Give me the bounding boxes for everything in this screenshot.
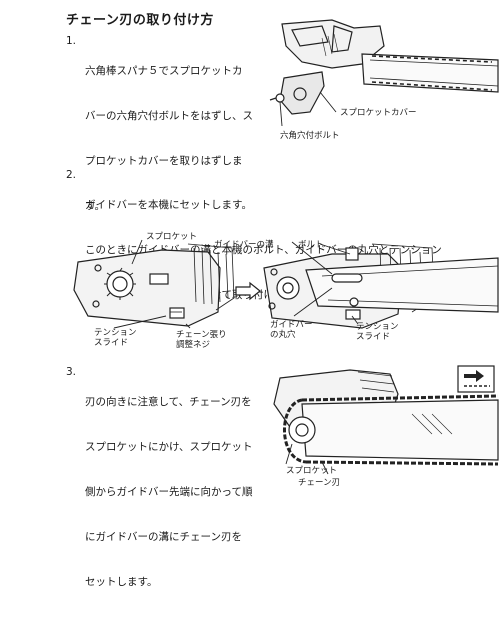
step-text: 六角棒スパナ５でスプロケットカ バーの六角穴付ボルトをはずし、ス プロケットカバ… <box>85 34 253 244</box>
label-sprocket-fig3: スプロケット <box>286 466 338 476</box>
step-line: セットします。 <box>85 576 158 588</box>
page-title: チェーン刃の取り付け方 <box>66 13 214 28</box>
figure-body-before <box>73 239 235 329</box>
step-3: 3. 刃の向きに注意して、チェーン刃を スプロケットにかけ、スプロケット 側から… <box>66 365 286 588</box>
label-sprocket-cover: スプロケットカバー <box>340 108 417 118</box>
label-tension-slide-right: テンション スライド <box>356 322 399 342</box>
label-bolt: ボルト <box>298 240 324 250</box>
step-2: 2. ガイドバーを本機にセットします。 このときにガイドバーの溝と本機のボルト、… <box>66 168 486 301</box>
step-line: バーの六角穴付ボルトをはずし、ス <box>85 110 253 122</box>
label-chain-blade: チェーン刃 <box>298 478 341 488</box>
step-number: 3. <box>66 366 77 378</box>
step-line: 刃の向きに注意して、チェーン刃を <box>85 396 252 408</box>
step-line: 側からガイドバー先端に向かって順 <box>85 486 253 498</box>
step-line: す。 <box>85 200 105 212</box>
step-line: 六角棒スパナ５でスプロケットカ <box>85 65 243 77</box>
step-number: 2. <box>66 169 77 181</box>
step-1: 1. 六角棒スパナ５でスプロケットカ バーの六角穴付ボルトをはずし、ス プロケッ… <box>66 34 276 212</box>
step-number: 1. <box>66 35 77 47</box>
label-guide-bar-groove: ガイドバーの溝 <box>214 240 274 250</box>
arrow-right-icon <box>235 281 261 301</box>
label-tension-slide-left: テンション スライド <box>94 328 137 348</box>
label-guide-bar-hole: ガイドバー の丸穴 <box>270 320 313 340</box>
chain-direction-icon <box>457 365 495 393</box>
figure-sprocket-cover-removal <box>269 19 499 127</box>
label-hex-bolt: 六角穴付ボルト <box>280 131 340 141</box>
step-line: にガイドバーの溝にチェーン刃を <box>85 531 242 543</box>
step-text: 刃の向きに注意して、チェーン刃を スプロケットにかけ、スプロケット 側からガイド… <box>85 365 252 620</box>
label-sprocket-left: スプロケット <box>146 232 198 242</box>
figure-chain-installation <box>273 365 499 475</box>
label-chain-adjust-screw: チェーン張り 調整ネジ <box>176 330 227 350</box>
step-line: ガイドバーを本機にセットします。 <box>85 199 252 211</box>
step-line: プロケットカバーを取りはずしま <box>85 155 243 167</box>
figure-body-with-guidebar <box>263 241 499 329</box>
step-line: スプロケットにかけ、スプロケット <box>85 441 253 453</box>
